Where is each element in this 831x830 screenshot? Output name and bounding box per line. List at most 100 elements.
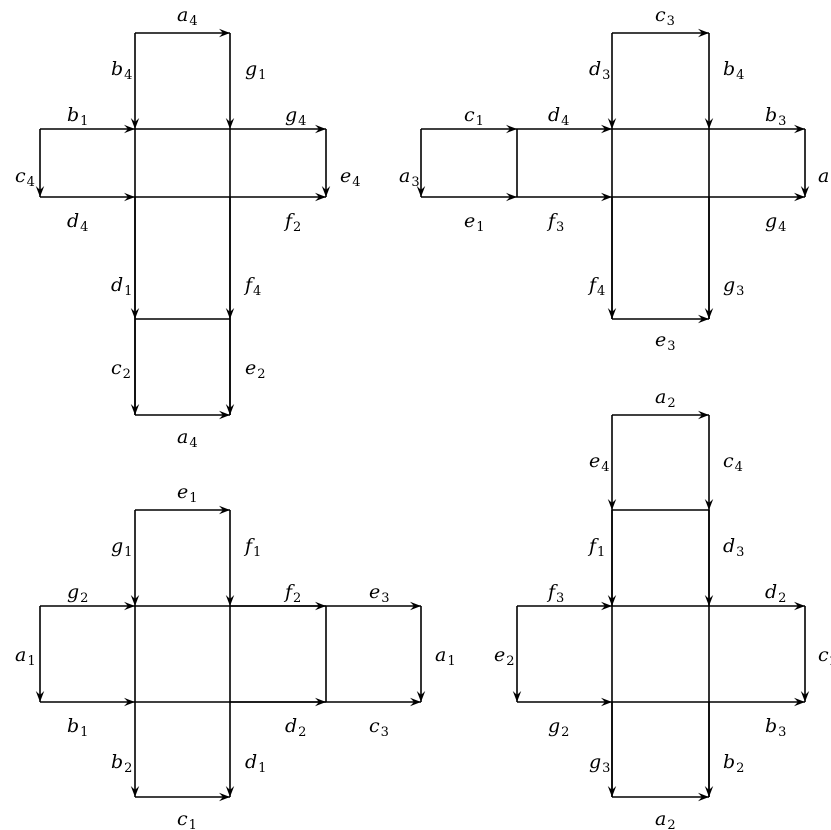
edge-letter: f (283, 210, 295, 232)
net-top-left-arrowhead (124, 192, 135, 202)
net-top-right-arrowhead (794, 124, 805, 134)
edge-index: 2 (293, 591, 301, 606)
net-bottom-right-edge-label: b3 (765, 715, 786, 740)
net-bottom-right-edge-label: g3 (589, 751, 610, 776)
net-bottom-right-arrowhead (607, 595, 617, 606)
net-top-right-arrowhead (607, 118, 617, 129)
edge-index: 3 (602, 761, 610, 776)
edge-index: 2 (830, 654, 831, 669)
edge-index: 1 (597, 545, 605, 560)
edge-letter: g (245, 58, 257, 80)
edge-letter: f (587, 535, 599, 557)
net-bottom-left-arrowhead (225, 595, 235, 606)
net-bottom-right-arrowhead (607, 786, 617, 797)
edge-letter: d (589, 58, 601, 80)
edge-letter: f (546, 210, 558, 232)
net-top-right-arrowhead (794, 192, 805, 202)
edge-index: 1 (189, 491, 197, 506)
net-bottom-left-arrowhead (225, 786, 235, 797)
net-top-left-edge-label: f2 (283, 210, 301, 235)
net-top-left-edge-label: g4 (285, 104, 306, 129)
edge-index: 3 (556, 591, 564, 606)
edge-letter: g (548, 715, 560, 737)
edge-letter: b (111, 751, 123, 773)
net-bottom-right-arrowhead (512, 691, 522, 702)
edge-letter: c (723, 450, 734, 472)
net-top-left-edge-label: d1 (111, 274, 132, 299)
edge-letter: f (283, 581, 295, 603)
edge-index: 2 (778, 591, 786, 606)
edge-letter: e (369, 581, 380, 603)
edge-index: 4 (601, 460, 609, 475)
net-top-left-edge-label: c2 (111, 357, 131, 382)
net-top-left-arrowhead (130, 404, 140, 415)
net-bottom-left-edge-label: b1 (67, 715, 88, 740)
arrowheads (35, 28, 810, 802)
edge-letter: e (340, 165, 351, 187)
net-bottom-left-edge-label: c3 (369, 715, 389, 740)
net-top-left-edge-label: a4 (177, 4, 198, 29)
edge-index: 1 (80, 725, 88, 740)
net-top-right-edge-label: c3 (655, 4, 675, 29)
net-bottom-right-edge-label: d2 (765, 581, 786, 606)
edge-letter: a (818, 165, 829, 187)
net-bottom-left-arrowhead (315, 697, 326, 707)
edge-letter: g (589, 751, 601, 773)
edge-index: 1 (124, 545, 132, 560)
edge-letter: c (818, 644, 829, 666)
net-top-right-edge-label: e3 (655, 329, 676, 354)
net-top-right-edge-label: c1 (464, 104, 484, 129)
net-top-left-arrowhead (315, 192, 326, 202)
edge-letter: e (494, 644, 505, 666)
edge-index: 3 (778, 114, 786, 129)
net-top-right-arrowhead (601, 192, 612, 202)
edge-letter: c (177, 808, 188, 830)
edge-letter: b (765, 104, 777, 126)
edge-index: 2 (667, 818, 675, 830)
net-top-right-arrowhead (704, 308, 714, 319)
edge-letter: e (589, 450, 600, 472)
net-bottom-left-edge-label: b2 (111, 751, 132, 776)
edge-index: 4 (736, 68, 744, 83)
edge-index: 3 (556, 220, 564, 235)
edge-index: 4 (27, 175, 35, 190)
edge-letter: d (723, 535, 735, 557)
net-bottom-right-arrowhead (704, 786, 714, 797)
edge-letter: d (111, 274, 123, 296)
net-top-right-edge-label: a3 (818, 165, 831, 190)
net-bottom-left-arrowhead (124, 601, 135, 611)
net-bottom-right-arrowhead (704, 595, 714, 606)
net-top-right-arrowhead (800, 186, 810, 197)
net-bottom-left-edge-label: a1 (435, 644, 456, 669)
net-bottom-left-edge-label: g1 (111, 535, 132, 560)
edge-letter: b (67, 715, 79, 737)
edge-letter: c (369, 715, 380, 737)
net-top-left-arrowhead (130, 118, 140, 129)
edge-letter: a (177, 426, 188, 448)
edge-letter: b (765, 715, 777, 737)
net-bottom-left-edge-label: d1 (245, 751, 266, 776)
edge-index: 4 (80, 220, 88, 235)
edge-letter: e (245, 357, 256, 379)
net-top-right-edge-label: g3 (723, 274, 744, 299)
net-bottom-left-edge-label: e3 (369, 581, 390, 606)
net-top-right-arrowhead (607, 308, 617, 319)
edge-letter: d (765, 581, 777, 603)
net-top-left-edge-label: b4 (111, 58, 132, 83)
net-top-right-edge-label: f3 (546, 210, 564, 235)
net-top-right-arrowhead (698, 28, 709, 38)
edge-index: 2 (667, 396, 675, 411)
edge-letter: d (285, 715, 297, 737)
net-bottom-left-arrowhead (219, 792, 230, 802)
edge-index: 4 (778, 220, 786, 235)
net-bottom-right-arrowhead (704, 499, 714, 510)
edge-index: 2 (124, 761, 132, 776)
net-top-right-arrowhead (506, 124, 517, 134)
net-bottom-right-edge-label: c4 (723, 450, 743, 475)
net-top-right-arrowhead (416, 186, 426, 197)
edge-index: 3 (667, 339, 675, 354)
edge-letter: a (435, 644, 446, 666)
net-top-right-edge-label: f4 (587, 274, 605, 299)
edge-letter: f (587, 274, 599, 296)
edge-letter: f (243, 274, 255, 296)
